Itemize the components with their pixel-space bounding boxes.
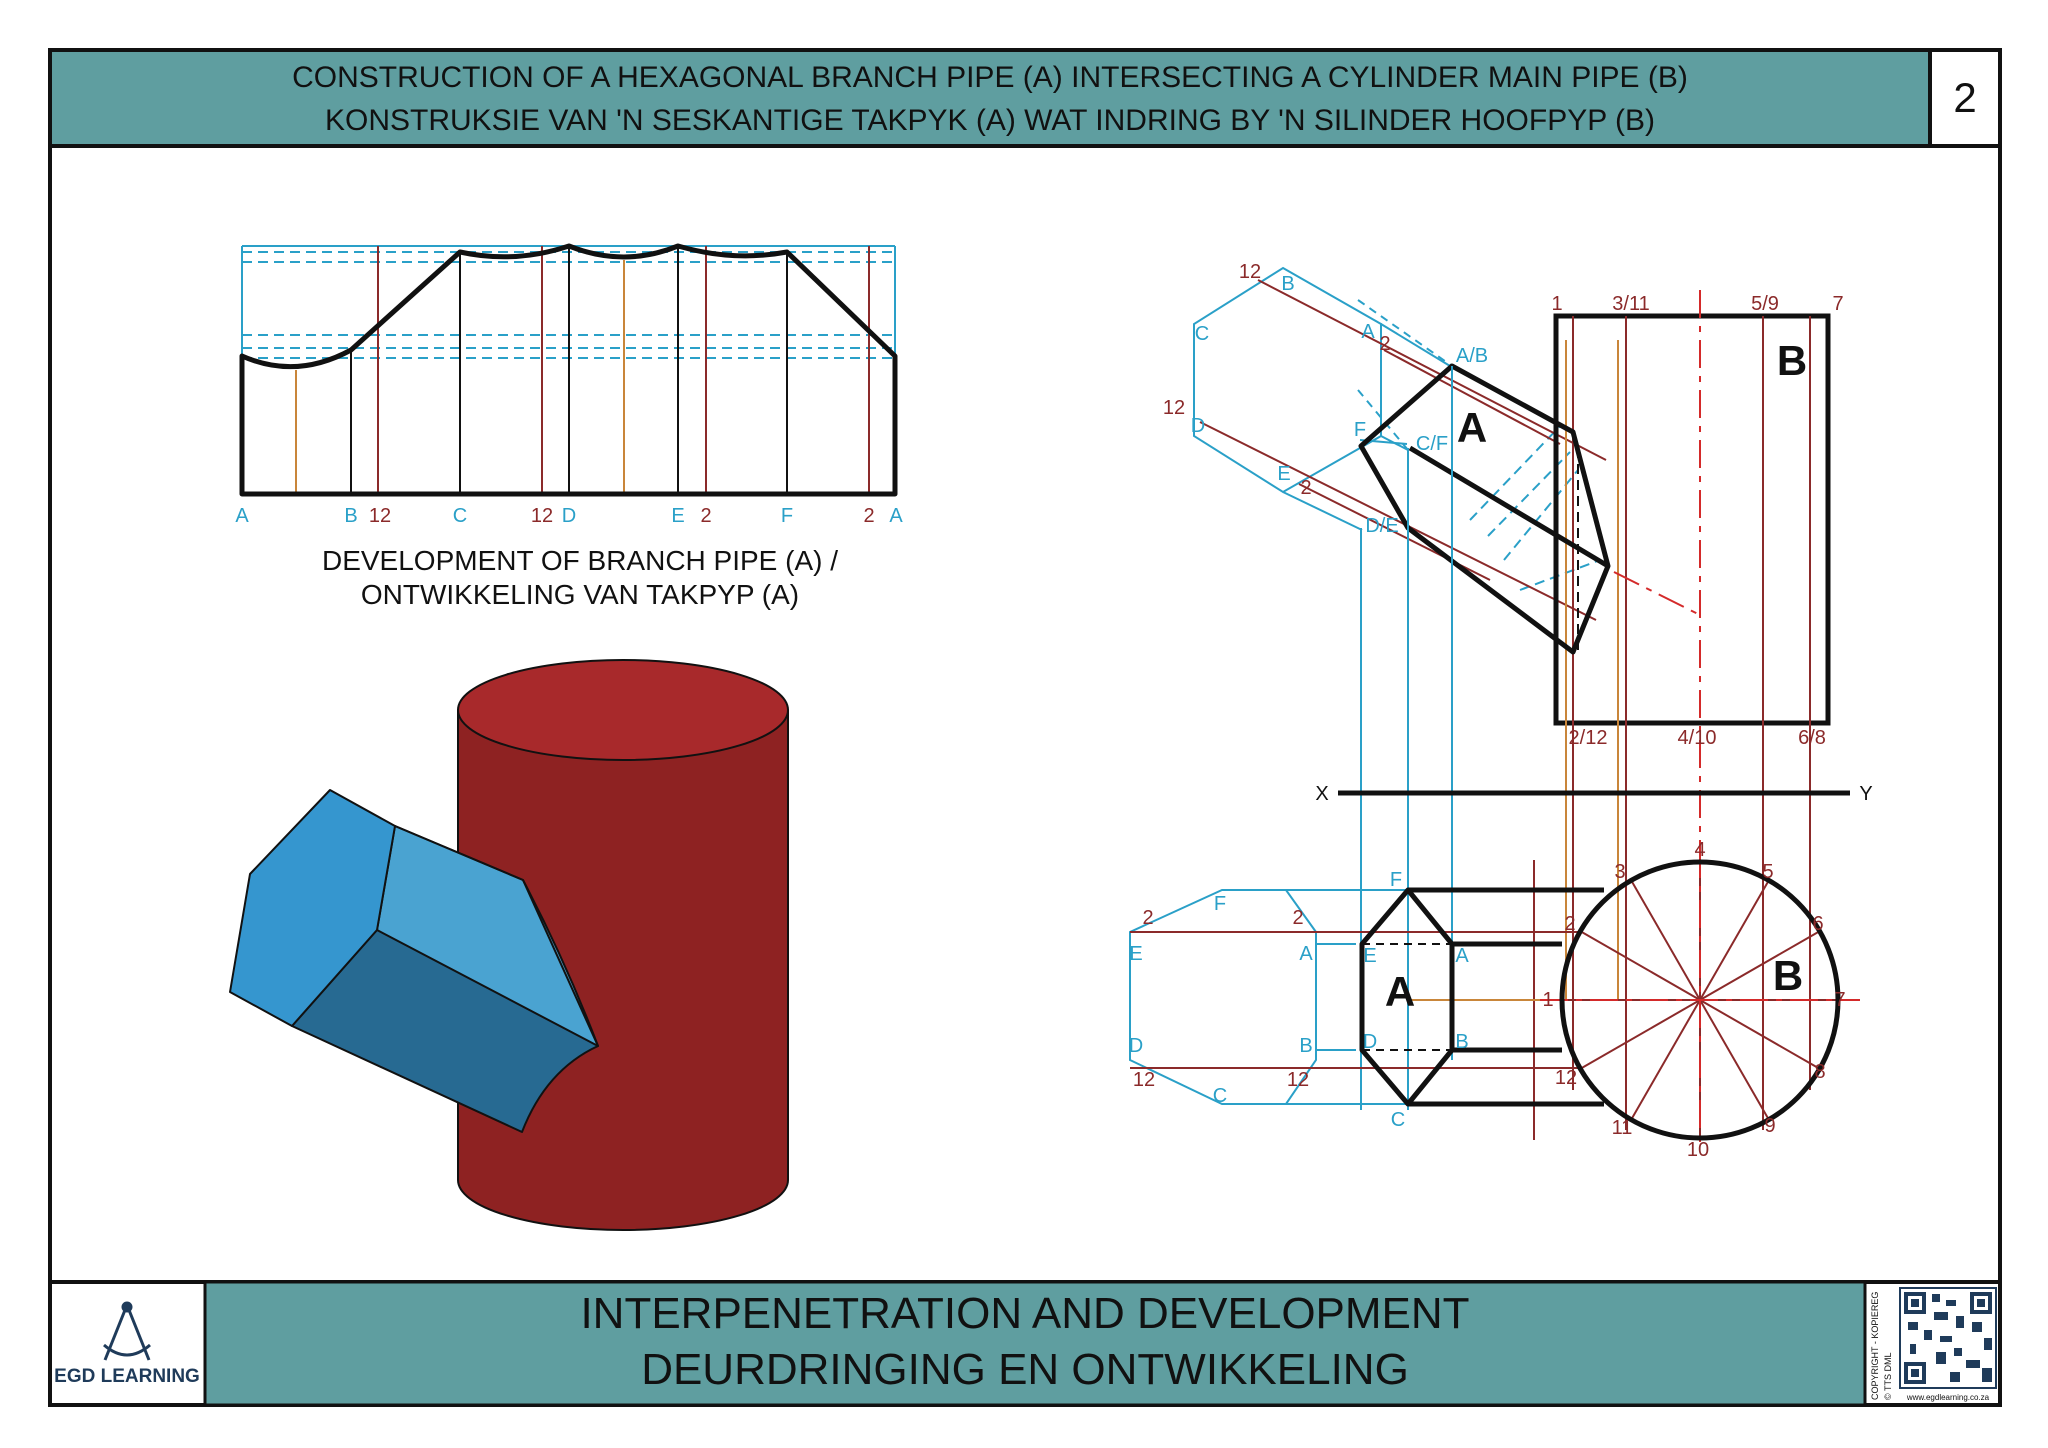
svg-text:2: 2: [1142, 907, 1153, 929]
compass-logo-icon: [103, 1301, 151, 1361]
svg-text:7: 7: [1834, 989, 1845, 1011]
pictorial-view: [229, 659, 789, 1231]
svg-text:B: B: [1777, 337, 1807, 384]
svg-text:4/10: 4/10: [1678, 727, 1717, 749]
logo-text: EGD LEARNING: [54, 1366, 200, 1387]
svg-text:3: 3: [1614, 861, 1625, 883]
svg-text:© TTS DML: © TTS DML: [1883, 1353, 1893, 1400]
svg-text:A: A: [1457, 404, 1487, 451]
svg-text:D: D: [562, 505, 576, 527]
footer-title-2: DEURDRINGING EN ONTWIKKELING: [641, 1345, 1409, 1394]
svg-text:A: A: [235, 505, 249, 527]
front-view: A B 1 3/11 5/9 7 2/12 4/10 6/8 12 B C A …: [1163, 261, 1873, 1140]
svg-text:D/E: D/E: [1365, 515, 1398, 537]
svg-text:7: 7: [1832, 293, 1843, 315]
qr-code-icon: [1899, 1287, 1997, 1389]
svg-text:A: A: [1299, 943, 1313, 965]
svg-text:X: X: [1315, 783, 1328, 805]
svg-text:2: 2: [1292, 907, 1303, 929]
svg-text:2/12: 2/12: [1569, 727, 1608, 749]
svg-text:E: E: [1129, 943, 1142, 965]
sheet-number: 2: [1953, 74, 1976, 121]
svg-text:8: 8: [1814, 1061, 1825, 1083]
svg-text:D: D: [1191, 415, 1205, 437]
svg-text:F: F: [781, 505, 793, 527]
svg-text:2: 2: [1564, 913, 1575, 935]
svg-text:A/B: A/B: [1456, 345, 1488, 367]
development-drawing: A B 12 C 12 D E 2 F 2 A: [235, 243, 903, 527]
svg-text:C: C: [1213, 1085, 1227, 1107]
svg-text:COPYRIGHT - KOPIEREG: COPYRIGHT - KOPIEREG: [1870, 1292, 1880, 1400]
svg-text:F: F: [1390, 869, 1402, 891]
sheet-number-box: [1928, 48, 2002, 148]
svg-text:B: B: [1299, 1035, 1312, 1057]
svg-text:C: C: [453, 505, 467, 527]
title-line-2: KONSTRUKSIE VAN 'N SESKANTIGE TAKPYK (A)…: [325, 104, 1655, 137]
svg-text:C: C: [1391, 1109, 1405, 1131]
svg-text:D: D: [1129, 1035, 1143, 1057]
svg-text:A: A: [1385, 968, 1415, 1015]
svg-text:6: 6: [1812, 913, 1823, 935]
svg-text:10: 10: [1687, 1139, 1709, 1161]
svg-text:12: 12: [1163, 397, 1185, 419]
svg-text:11: 11: [1612, 1117, 1633, 1139]
copyright-note: COPYRIGHT - KOPIEREG © TTS DML: [1870, 1292, 1893, 1400]
svg-text:Y: Y: [1859, 783, 1872, 805]
svg-text:9: 9: [1764, 1115, 1775, 1137]
svg-text:6/8: 6/8: [1798, 727, 1826, 749]
svg-text:5/9: 5/9: [1751, 293, 1779, 315]
svg-text:3/11: 3/11: [1612, 293, 1649, 315]
svg-text:A: A: [889, 505, 903, 527]
svg-text:2: 2: [1300, 477, 1311, 499]
svg-text:12: 12: [1555, 1067, 1577, 1089]
svg-text:1: 1: [1551, 293, 1562, 315]
svg-text:1: 1: [1542, 989, 1553, 1011]
svg-text:2: 2: [1379, 333, 1390, 355]
svg-text:5: 5: [1762, 861, 1773, 883]
svg-text:E: E: [671, 505, 684, 527]
svg-text:B: B: [1281, 273, 1294, 295]
svg-text:A: A: [1361, 321, 1375, 343]
svg-text:A: A: [1455, 945, 1469, 967]
svg-text:12: 12: [1133, 1069, 1155, 1091]
svg-text:E: E: [1277, 463, 1290, 485]
svg-text:12: 12: [531, 505, 553, 527]
svg-text:12: 12: [1239, 261, 1261, 283]
svg-text:C: C: [1195, 323, 1209, 345]
svg-text:D: D: [1363, 1031, 1377, 1053]
svg-text:4: 4: [1694, 839, 1705, 861]
svg-text:B: B: [344, 505, 357, 527]
title-line-1: CONSTRUCTION OF A HEXAGONAL BRANCH PIPE …: [292, 61, 1688, 94]
development-caption-2: ONTWIKKELING VAN TAKPYP (A): [361, 579, 799, 610]
website: www.egdlearning.co.za: [1906, 1393, 1990, 1402]
svg-text:E: E: [1363, 945, 1376, 967]
development-caption-1: DEVELOPMENT OF BRANCH PIPE (A) /: [322, 545, 838, 576]
svg-text:2: 2: [863, 505, 874, 527]
footer-title-1: INTERPENETRATION AND DEVELOPMENT: [580, 1289, 1469, 1338]
svg-text:C/F: C/F: [1416, 433, 1448, 455]
top-view: A B 1 3 4 5 6 7 8 9 10 11 2 12 2 F 2 E A…: [1129, 839, 1860, 1161]
header-band: [48, 48, 1932, 148]
svg-text:B: B: [1455, 1031, 1468, 1053]
footer-band: [203, 1280, 1867, 1407]
svg-text:2: 2: [700, 505, 711, 527]
svg-text:F: F: [1214, 893, 1226, 915]
svg-text:B: B: [1773, 952, 1803, 999]
svg-text:F: F: [1354, 419, 1366, 441]
svg-text:12: 12: [1287, 1069, 1309, 1091]
svg-text:12: 12: [369, 505, 391, 527]
